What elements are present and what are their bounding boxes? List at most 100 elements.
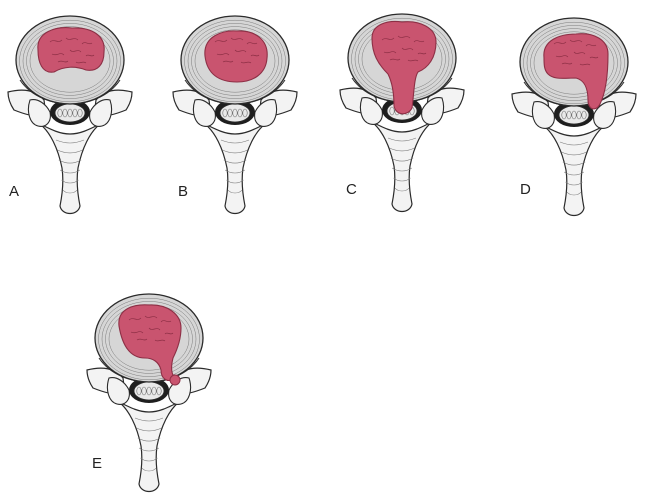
nucleus-texture <box>573 51 586 55</box>
spinous-process <box>543 125 605 217</box>
nucleus-pulposus <box>543 33 609 110</box>
panel-d <box>504 2 644 227</box>
nucleus-texture <box>417 52 427 55</box>
cauda-fiber <box>146 386 152 396</box>
cauda-fiber <box>77 108 83 118</box>
cauda-fiber <box>156 386 162 396</box>
nucleus-texture <box>246 42 258 45</box>
bone-hatching <box>60 169 80 174</box>
bone-hatching <box>562 161 586 166</box>
nucleus-texture <box>381 37 395 41</box>
bone-hatching <box>564 171 584 176</box>
bone-hatching <box>226 179 244 184</box>
cauda-fiber <box>57 108 63 118</box>
annulus-ring <box>187 23 283 99</box>
cauda-fiber <box>581 110 587 120</box>
left-lamina <box>192 99 216 127</box>
left-lamina <box>27 99 51 127</box>
nucleus-texture <box>569 39 583 43</box>
panel-label-d: D <box>520 181 531 198</box>
panel-e <box>79 278 219 503</box>
spinal-cord <box>558 105 590 125</box>
annulus-ring <box>26 26 114 96</box>
vertebra-diagram-c <box>339 13 465 213</box>
nucleus-texture <box>553 41 567 45</box>
nucleus-texture <box>230 37 244 41</box>
annulus-ring <box>533 31 615 95</box>
spinous-process <box>204 123 266 215</box>
cauda-fiber <box>222 108 228 118</box>
bone-hatching <box>141 467 157 472</box>
panel-label-c: C <box>346 181 357 198</box>
nucleus-texture <box>589 56 599 59</box>
bone-hatching <box>565 181 583 186</box>
vertebra-diagram-d <box>511 17 637 217</box>
nucleus-texture <box>136 338 148 341</box>
cauda-fiber <box>389 106 395 116</box>
nucleus-texture <box>579 63 591 66</box>
cauda-fiber <box>237 108 243 118</box>
bone-hatching <box>58 159 82 164</box>
nucleus-texture <box>75 61 87 64</box>
nucleus-texture <box>555 55 569 58</box>
annulus-ring <box>194 29 276 93</box>
nucleus-texture <box>234 49 247 53</box>
spinous-process <box>118 401 180 493</box>
nucleus-texture <box>383 51 397 54</box>
bone-hatching <box>394 187 410 192</box>
cauda-fiber <box>141 386 147 396</box>
nucleus-texture <box>240 61 252 64</box>
nucleus-texture <box>81 42 93 45</box>
vertebra-diagram-b <box>172 15 298 215</box>
cauda-fiber <box>136 386 142 396</box>
nucleus-texture <box>214 39 228 43</box>
nucleus-pulposus <box>118 304 182 381</box>
annulus-ring <box>19 19 121 103</box>
right-lamina <box>254 99 278 127</box>
panel-c <box>332 0 472 223</box>
bone-hatching <box>390 157 414 162</box>
panel-a <box>0 0 140 225</box>
vertebra-diagram-a <box>7 15 133 215</box>
bone-hatching <box>136 427 162 432</box>
disc-posterior-margin <box>98 357 200 383</box>
panel-b <box>165 0 305 225</box>
spinal-cord <box>219 103 251 123</box>
nucleus-texture <box>144 315 158 319</box>
nucleus-pulposus <box>204 30 268 83</box>
panel-label-e: E <box>92 455 103 472</box>
bone-hatching <box>223 159 247 164</box>
bone-hatching <box>227 189 243 194</box>
nucleus-texture <box>57 60 69 63</box>
nucleus-texture <box>65 37 79 41</box>
disc-posterior-margin <box>19 79 121 105</box>
nucleus-texture <box>128 317 142 321</box>
bone-hatching <box>392 167 412 172</box>
bone-hatching <box>62 189 78 194</box>
cauda-fiber <box>561 110 567 120</box>
nucleus-pulposus <box>37 27 105 73</box>
annulus-ring <box>184 19 286 103</box>
bone-hatching <box>559 141 589 146</box>
nucleus-texture <box>69 49 82 53</box>
nucleus-texture <box>397 35 411 39</box>
nucleus-texture <box>585 44 597 47</box>
left-lamina <box>106 377 130 405</box>
panel-label-b: B <box>178 183 189 200</box>
nucleus-texture <box>216 53 230 56</box>
bone-hatching <box>57 149 83 154</box>
nucleus-texture <box>51 53 65 56</box>
spinous-process <box>371 121 433 213</box>
spinous-process <box>39 123 101 215</box>
right-lamina <box>421 97 445 125</box>
bone-hatching <box>137 437 161 442</box>
cauda-fiber <box>151 386 157 396</box>
disc-posterior-margin <box>184 79 286 105</box>
nucleus-texture <box>85 54 95 57</box>
annulus-ring <box>22 23 118 99</box>
nucleus-texture <box>389 58 401 61</box>
nucleus-texture <box>130 331 144 334</box>
annulus-ring <box>101 301 197 377</box>
nucleus-texture <box>148 327 161 331</box>
spinal-cord <box>133 381 165 401</box>
